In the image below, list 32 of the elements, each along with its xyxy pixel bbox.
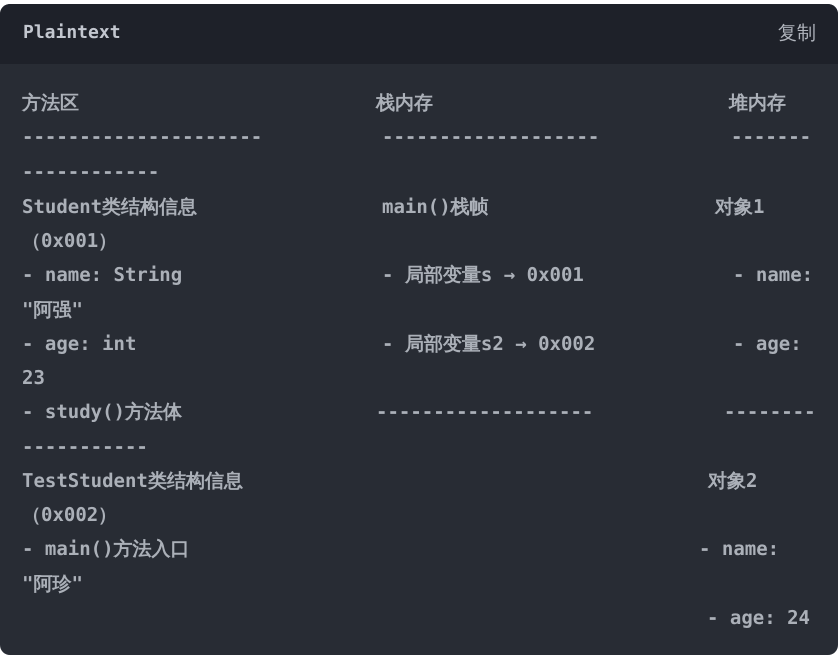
copy-button: 复制 <box>778 21 816 45</box>
code-text: - main()方法入口 <box>22 537 190 561</box>
code-text: - age: 24 <box>707 606 810 630</box>
column-heading: 方法区 <box>22 91 79 115</box>
code-text: - 局部变量s2 → 0x002 <box>382 332 596 356</box>
code-text: TestStudent类结构信息 <box>22 469 243 493</box>
code-text: - name: <box>733 263 814 287</box>
code-text: - 局部变量s → 0x001 <box>382 263 584 287</box>
code-language-label: Plaintext <box>23 21 121 45</box>
dashed-divider-text: ----------- <box>22 435 148 459</box>
code-text: Student类结构信息 <box>22 195 198 219</box>
dashed-divider-text: ------------------- <box>382 125 600 149</box>
dashed-divider-text: -------- <box>724 400 816 424</box>
dashed-divider-text: ------------------- <box>376 400 594 424</box>
code-text: - name: <box>699 537 780 561</box>
code-text: "阿强" <box>22 298 83 322</box>
code-text: （0x002） <box>22 503 118 527</box>
code-text: - name: String <box>22 263 182 287</box>
code-text: main()栈帧 <box>382 195 489 219</box>
dashed-divider-text: ------- <box>731 125 812 149</box>
dashed-divider-text: ------------ <box>22 160 160 184</box>
code-text: 对象2 <box>708 469 758 493</box>
column-heading: 栈内存 <box>376 91 433 115</box>
code-text: 23 <box>22 366 45 390</box>
code-text: - age: int <box>22 332 136 356</box>
column-heading: 堆内存 <box>729 91 786 115</box>
code-text: - study()方法体 <box>22 400 182 424</box>
code-text: （0x001） <box>22 229 118 253</box>
code-text: - age: <box>733 332 802 356</box>
dashed-divider-text: --------------------- <box>22 125 262 149</box>
code-text: 对象1 <box>715 195 764 219</box>
code-text: "阿珍" <box>22 572 83 596</box>
